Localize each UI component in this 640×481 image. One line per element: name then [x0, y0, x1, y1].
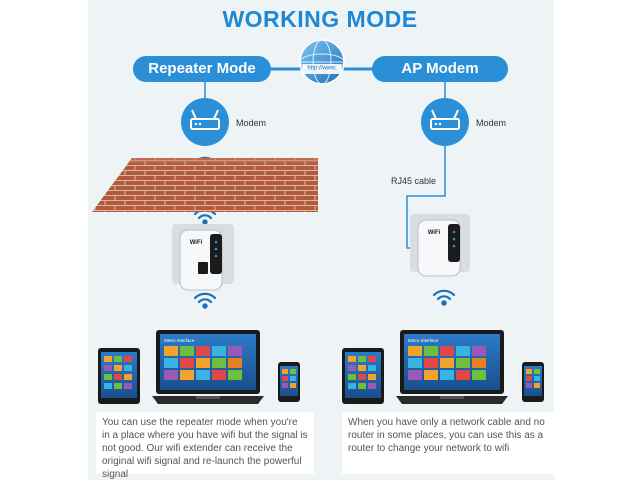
- wifi-extender: WiFi: [410, 214, 470, 277]
- extender-brand: WiFi: [190, 240, 203, 246]
- smartphone: [522, 362, 544, 402]
- brick-wall: [92, 158, 318, 212]
- repeater-caption: You can use the repeater mode when you'r…: [96, 412, 314, 480]
- ap-modem-label: Modem: [476, 118, 507, 128]
- wifi-extender: WiFi: [172, 224, 234, 291]
- laptop: Metro Interface: [396, 330, 508, 404]
- tablet: [98, 348, 140, 404]
- rj45-cable-label: RJ45 cable: [391, 176, 437, 186]
- extender-brand: WiFi: [428, 230, 441, 236]
- laptop: Metro Interface: [152, 330, 264, 404]
- smartphone: [278, 362, 300, 402]
- modem-icon: [181, 98, 229, 146]
- ap-mode-label: AP Modem: [372, 56, 508, 82]
- tablet: [342, 348, 384, 404]
- repeater-modem-label: Modem: [236, 118, 267, 128]
- globe-url: http://www.: [307, 66, 337, 72]
- wifi-signal-icon: [193, 292, 217, 309]
- globe-icon: [299, 39, 345, 85]
- laptop-screen-title: Metro Interface: [408, 338, 439, 343]
- wifi-signal-icon: [432, 289, 456, 306]
- modem-icon: [421, 98, 469, 146]
- ap-caption: When you have only a network cable and n…: [342, 412, 560, 474]
- laptop-screen-title: Metro Interface: [164, 338, 195, 343]
- repeater-mode-label: Repeater Mode: [133, 56, 271, 82]
- page-title: WORKING MODE: [222, 6, 418, 32]
